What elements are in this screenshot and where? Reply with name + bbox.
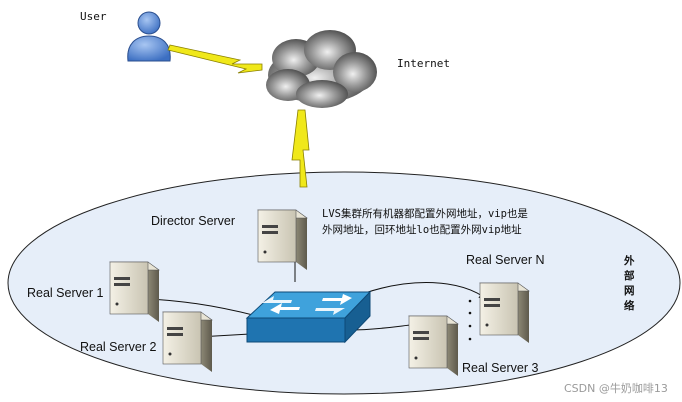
- user-label: User: [80, 10, 107, 23]
- external-network-ellipse: [7, 171, 681, 395]
- watermark: CSDN @牛奶咖啡13: [564, 381, 668, 395]
- real-server-3-label: Real Server 3: [462, 361, 538, 375]
- network-label-char-1: 外: [623, 254, 635, 267]
- director-server-label: Director Server: [151, 214, 235, 228]
- real-server-1-icon: [109, 261, 160, 322]
- network-label-char-2: 部: [624, 269, 635, 282]
- internet-label: Internet: [397, 57, 450, 70]
- real-server-2-icon: [162, 311, 213, 372]
- more-servers-dots-icon: [468, 299, 472, 341]
- real-server-2-label: Real Server 2: [80, 340, 156, 354]
- real-server-3-icon: [408, 315, 459, 376]
- real-server-n-label: Real Server N: [466, 253, 545, 267]
- lightning-icon: [167, 44, 310, 188]
- network-label-char-3: 网: [624, 285, 635, 297]
- real-server-1-label: Real Server 1: [27, 286, 103, 300]
- real-server-n-icon: [479, 282, 530, 343]
- switch-icon: [245, 290, 372, 344]
- director-server-icon: [257, 209, 308, 270]
- internet-cloud-icon: [266, 30, 377, 108]
- network-label-char-4: 络: [624, 299, 635, 312]
- user-icon: [127, 11, 171, 62]
- config-note-line-2: 外网地址，回环地址lo也配置外网vip地址: [322, 223, 522, 236]
- config-note-line-1: LVS集群所有机器都配置外网地址，vip也是: [322, 207, 528, 220]
